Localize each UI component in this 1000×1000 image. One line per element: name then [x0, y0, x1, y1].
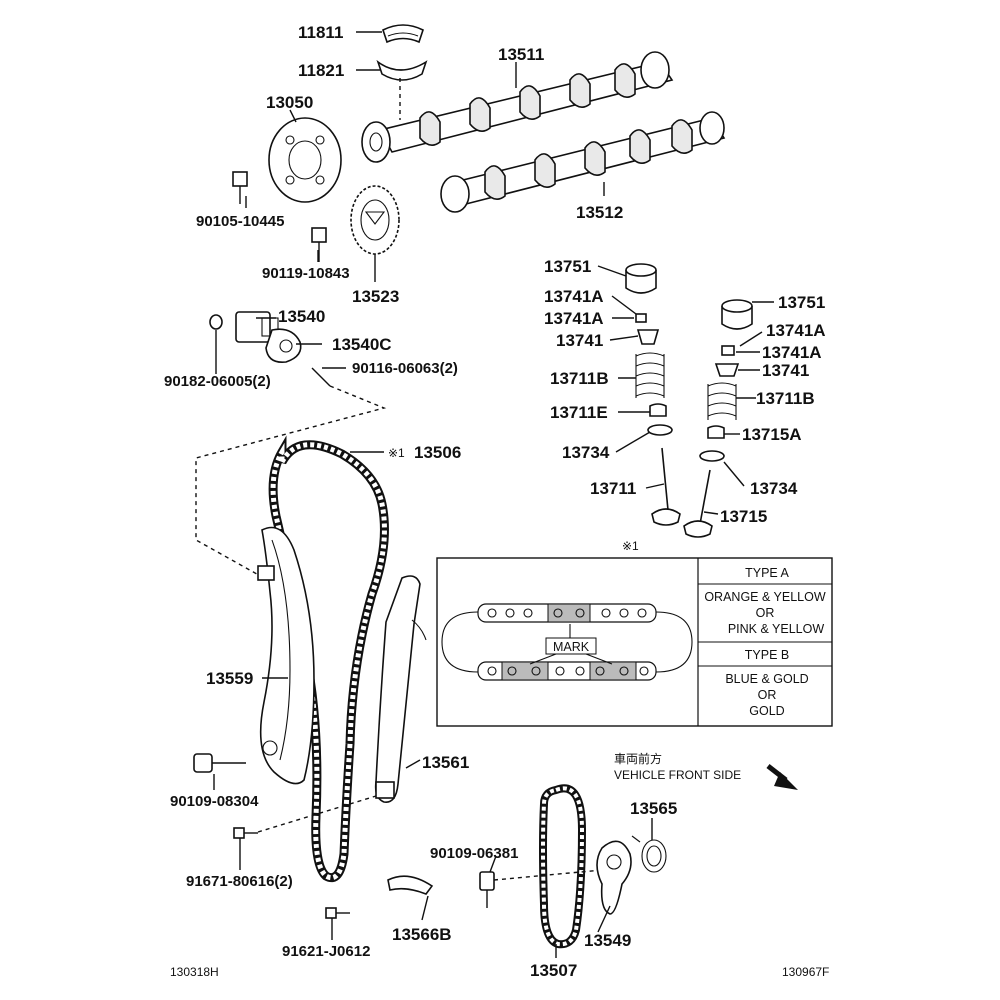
footer-right-code: 130967F	[782, 965, 829, 979]
label-13506: 13506	[414, 443, 461, 462]
oil-pump-chain-damper-icon	[387, 875, 434, 895]
direction-japanese: 車両前方	[614, 751, 662, 766]
label-13711: 13711	[590, 479, 636, 498]
chain-tensioner-icon	[235, 311, 279, 343]
oil-pump-chain-icon	[539, 784, 587, 949]
exhaust-valve-icon	[683, 469, 713, 538]
oil-pump-chain-tensioner-icon	[596, 840, 632, 915]
tensioner-spring-icon	[631, 835, 667, 873]
camshaft-intake-icon	[361, 51, 674, 163]
label-13741a-right-2: 13741A	[762, 343, 822, 362]
label-13511: 13511	[498, 45, 544, 64]
bolt-91671-icon	[233, 827, 258, 839]
bolt-90109-08304-icon	[193, 753, 246, 773]
valve-spring-seat-right-icon	[699, 450, 725, 462]
chain-slipper-guide-icon	[257, 526, 315, 785]
valve-retainer-left-icon	[636, 329, 660, 345]
valve-stem-seal-right-icon	[707, 425, 725, 439]
label-13566b: 13566B	[392, 925, 452, 944]
label-90109-06381: 90109-06381	[430, 845, 518, 862]
camshaft-exhaust-icon	[440, 111, 726, 213]
bolt-90119-icon	[311, 227, 327, 262]
label-13734-left: 13734	[562, 443, 610, 462]
mark-label: MARK	[553, 640, 590, 654]
bolt-91621-icon	[325, 907, 350, 919]
label-13559: 13559	[206, 669, 253, 688]
footer-left-code: 130318H	[170, 965, 219, 979]
chain-mark-inset: MARK TYPE A ORANGE & YELLOW OR PINK & YE…	[436, 557, 833, 727]
label-13561: 13561	[422, 753, 469, 772]
label-13050: 13050	[266, 93, 313, 112]
label-90105-10445: 90105-10445	[196, 213, 284, 230]
label-13540c: 13540C	[332, 335, 392, 354]
valve-stem-seal-left-icon	[649, 403, 667, 417]
type-b-heading: TYPE B	[745, 648, 789, 662]
valve-retainer-right-icon	[714, 363, 740, 377]
label-90182-06005: 90182-06005(2)	[164, 373, 271, 390]
valve-keeper-left-icon	[635, 313, 647, 323]
label-13741a-left-2: 13741A	[544, 309, 604, 328]
label-13523: 13523	[352, 287, 399, 306]
type-b-or: OR	[758, 688, 777, 702]
valve-spring-seat-left-icon	[647, 424, 673, 436]
type-a-color-2: PINK & YELLOW	[728, 622, 825, 636]
bolt-90109-06381-icon	[479, 869, 603, 908]
intake-valve-icon	[651, 447, 681, 526]
label-13751-right: 13751	[778, 293, 825, 312]
tensioner-gasket-icon	[265, 328, 302, 364]
label-90109-08304: 90109-08304	[170, 793, 259, 810]
valve-spring-right-icon	[707, 382, 737, 420]
stud-90116-icon	[311, 367, 331, 387]
label-13715a: 13715A	[742, 425, 802, 444]
label-13565: 13565	[630, 799, 677, 818]
bearing-upper-icon	[382, 24, 424, 44]
label-13507: 13507	[530, 961, 577, 980]
label-13540: 13540	[278, 307, 325, 326]
valve-lifter-right-icon	[721, 299, 753, 330]
type-a-color-1: ORANGE & YELLOW	[704, 590, 826, 604]
label-90119-10843: 90119-10843	[262, 265, 350, 282]
type-b-color-2: GOLD	[749, 704, 784, 718]
nut-90182-icon	[209, 314, 223, 330]
label-13506-ref-mark: ※1	[388, 446, 405, 460]
chain-vibration-damper-icon	[374, 575, 427, 803]
label-13741a-left-1: 13741A	[544, 287, 604, 306]
bearing-lower-icon	[376, 59, 428, 81]
label-13711b-right: 13711B	[756, 389, 815, 408]
chain-strip-type-a-icon	[477, 603, 657, 623]
label-13715: 13715	[720, 507, 767, 526]
direction-english: VEHICLE FRONT SIDE	[614, 768, 741, 782]
label-90116-06063: 90116-06063(2)	[352, 360, 458, 377]
label-11821: 11821	[298, 61, 344, 80]
cam-sprocket-icon	[350, 185, 400, 255]
valve-keeper-right-icon	[721, 345, 735, 356]
valve-spring-left-icon	[635, 352, 665, 398]
type-b-color-1: BLUE & GOLD	[725, 672, 808, 686]
chain-strip-type-b-icon	[477, 661, 657, 681]
inset-ref-mark: ※1	[622, 539, 639, 553]
type-a-heading: TYPE A	[745, 566, 789, 580]
label-11811: 11811	[298, 23, 343, 42]
label-13549: 13549	[584, 931, 631, 950]
valve-lifter-left-icon	[625, 263, 657, 294]
label-13741a-right-1: 13741A	[766, 321, 826, 340]
label-13512: 13512	[576, 203, 623, 222]
label-13741-left: 13741	[556, 331, 603, 350]
type-a-or: OR	[756, 606, 775, 620]
leader-lines	[213, 31, 774, 958]
label-13751-left: 13751	[544, 257, 591, 276]
vvt-gear-icon	[268, 117, 342, 203]
label-13711b-left: 13711B	[550, 369, 609, 388]
label-13734-right: 13734	[750, 479, 798, 498]
label-91671-80616: 91671-80616(2)	[186, 873, 293, 890]
bolt-90105-icon	[232, 171, 248, 204]
label-91621-j0612: 91621-J0612	[282, 943, 370, 960]
label-13711e: 13711E	[550, 403, 608, 422]
front-direction-arrow-icon	[766, 764, 798, 790]
label-13741-right: 13741	[762, 361, 809, 380]
